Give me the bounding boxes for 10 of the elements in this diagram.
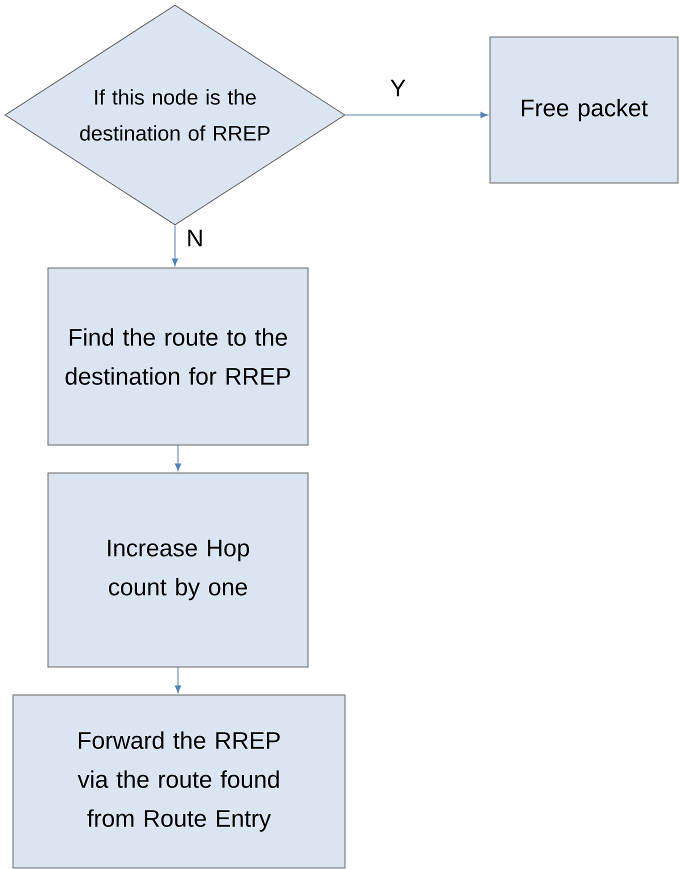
arrow: [174, 445, 182, 472]
process-box: Forward the RREP via the route found from Route Entry: [12, 694, 346, 868]
arrow: [174, 667, 182, 693]
process-box: Find the route to the destination for RREP: [48, 268, 308, 446]
edge-label: N: [184, 228, 206, 248]
process-box: Free packet: [490, 36, 678, 184]
edge-label: Y: [388, 78, 408, 98]
arrow: [172, 225, 178, 266]
process-box: Increase Hop count by one: [48, 472, 308, 668]
arrow: [345, 112, 488, 118]
